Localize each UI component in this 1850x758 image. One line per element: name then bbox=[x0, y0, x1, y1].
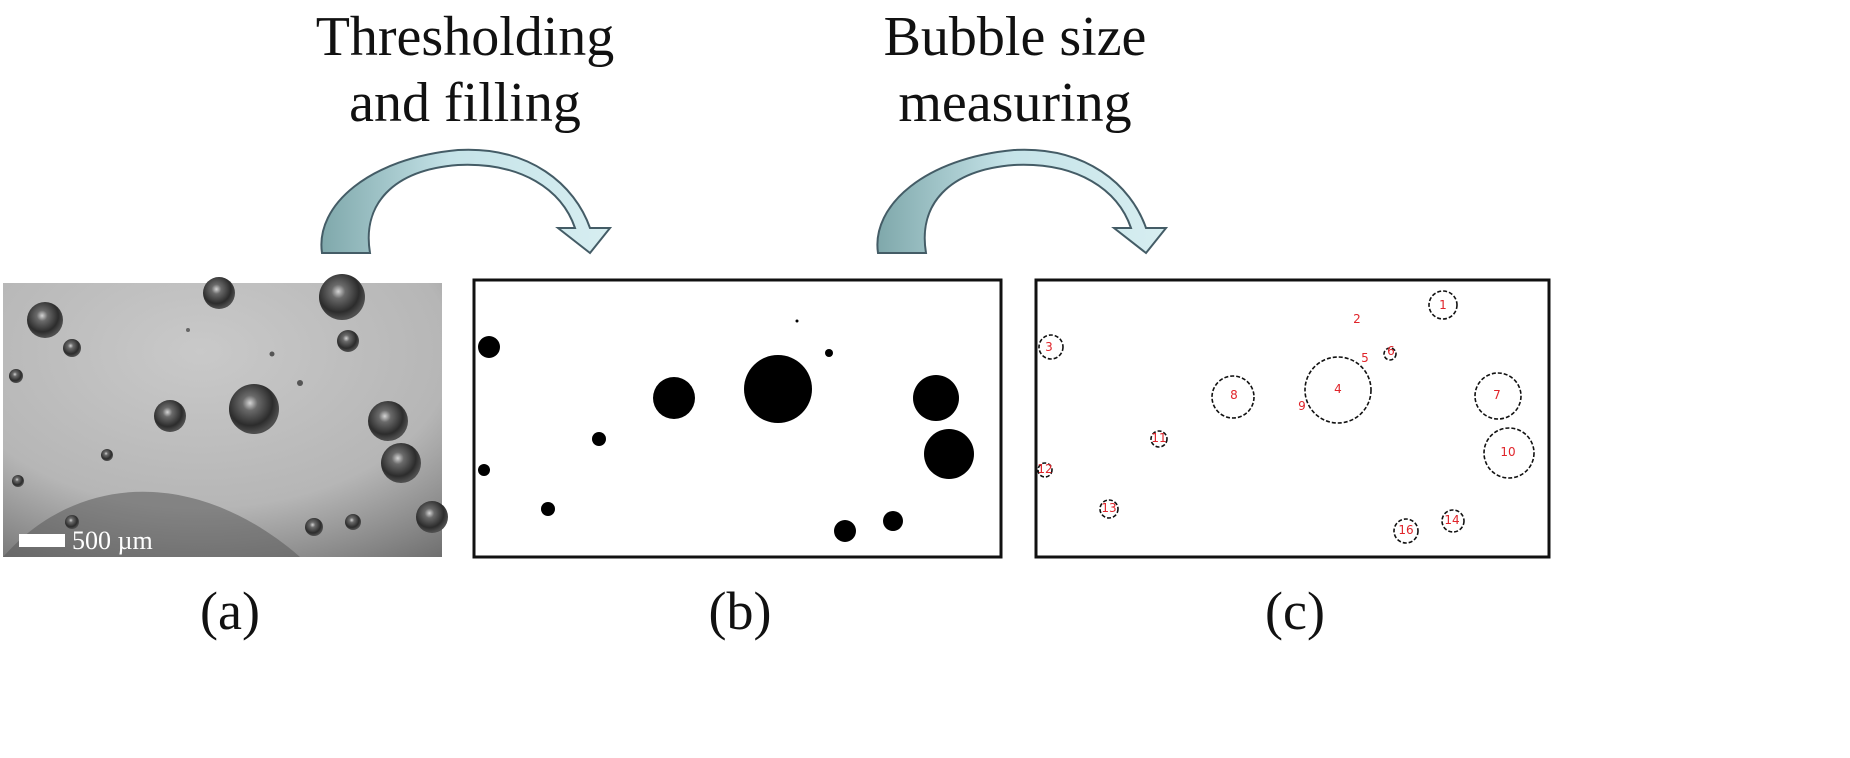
bubble-label: 5 bbox=[1361, 351, 1369, 365]
bubble-label: 4 bbox=[1334, 382, 1342, 396]
caption-c: (c) bbox=[1265, 581, 1325, 641]
step-label-thresholding: Thresholding and filling bbox=[315, 6, 615, 134]
curved-arrow-2 bbox=[876, 148, 1169, 255]
bubble-label: 6 bbox=[1387, 344, 1395, 358]
bubble-label: 14 bbox=[1444, 513, 1459, 527]
caption-a: (a) bbox=[200, 581, 260, 641]
scale-bar bbox=[19, 534, 65, 547]
caption-b: (b) bbox=[708, 581, 772, 641]
bubble-label: 7 bbox=[1493, 388, 1501, 402]
bubble-label: 13 bbox=[1101, 501, 1116, 515]
bubble-label: 16 bbox=[1398, 523, 1413, 537]
panel-a-photo bbox=[3, 274, 448, 557]
bubble-label: 8 bbox=[1230, 388, 1238, 402]
step-label-bubble-size: Bubble size measuring bbox=[883, 6, 1147, 134]
bubble-label: 1 bbox=[1439, 298, 1447, 312]
panel-c-labels: 1 2 3 4 5 6 7 8 9 10 11 12 13 14 16 bbox=[1037, 298, 1515, 537]
bubble-label: 12 bbox=[1037, 462, 1052, 476]
bubble-label: 2 bbox=[1353, 312, 1361, 326]
bubble-label: 9 bbox=[1298, 399, 1306, 413]
bubble-label: 11 bbox=[1151, 431, 1166, 445]
curved-arrow-1 bbox=[320, 148, 613, 255]
scale-bar-label: 500 µm bbox=[72, 526, 153, 555]
panel-b-binary bbox=[472, 278, 1003, 559]
panel-c-measured bbox=[1034, 278, 1551, 559]
bubble-label: 10 bbox=[1500, 445, 1515, 459]
bubble-label: 3 bbox=[1045, 340, 1053, 354]
